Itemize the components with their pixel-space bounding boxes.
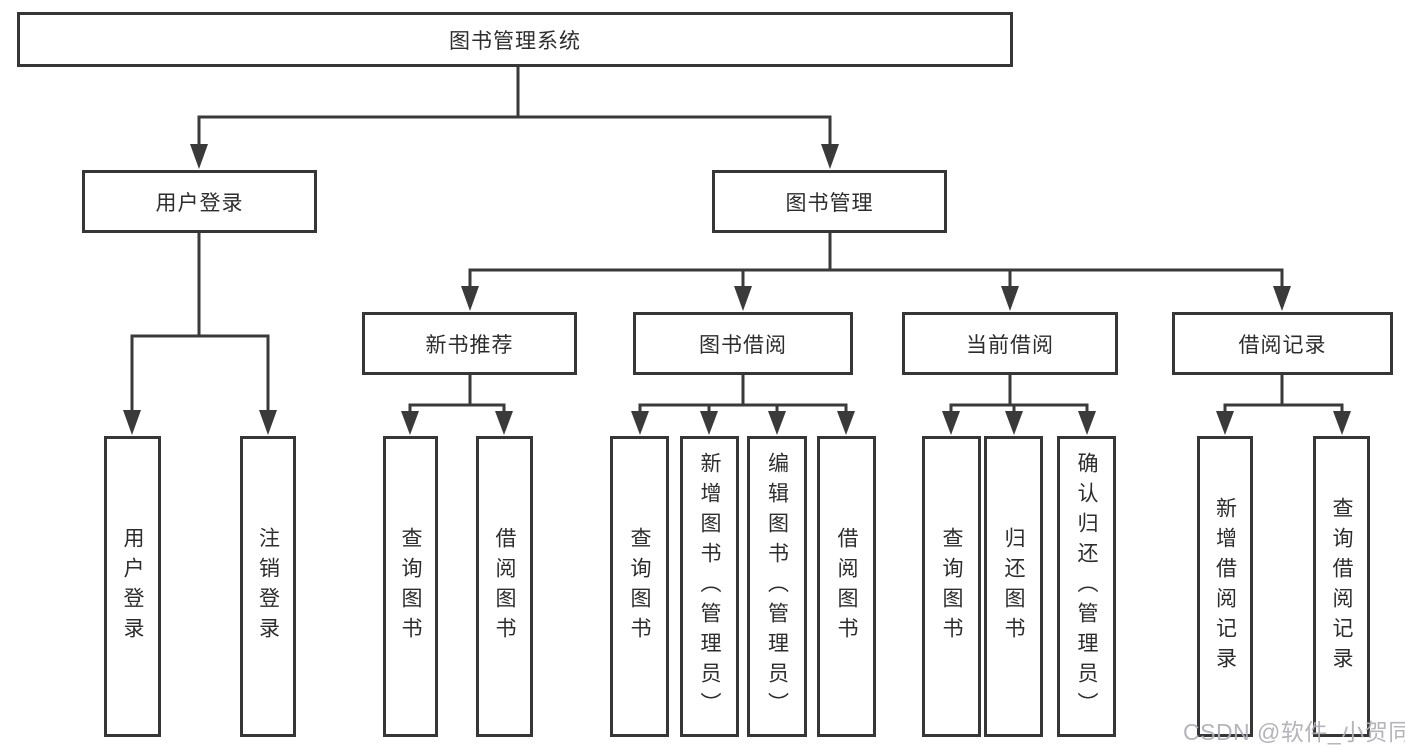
node-current-borrowing-label: 当前借阅 [966, 333, 1054, 357]
leaf-logout-label: 注销登录 [256, 526, 280, 647]
leaf-newbook-borrow-books: 借阅图书 [476, 436, 533, 737]
node-user-login-label: 用户登录 [155, 191, 244, 215]
leaf-current-query-books-label: 查询图书 [940, 526, 963, 647]
leaf-newbook-borrow-books-label: 借阅图书 [493, 526, 516, 647]
leaf-records-add-record: 新增借阅记录 [1197, 436, 1253, 737]
leaf-current-confirm-return-admin-label: 确认归还（管理员） [1075, 451, 1098, 722]
leaf-current-return-books-label: 归还图书 [1002, 526, 1025, 647]
edges-login-to-leaves [123, 233, 277, 435]
leaf-borrow-borrow-books: 借阅图书 [817, 436, 876, 737]
csdn-watermark: CSDN @软件_小贺同学 [1183, 719, 1405, 745]
leaf-logout: 注销登录 [240, 436, 296, 737]
node-book-management-label: 图书管理 [785, 191, 874, 215]
node-new-book-recommendation: 新书推荐 [362, 312, 577, 375]
node-root-system: 图书管理系统 [17, 12, 1013, 67]
edges-current-to-leaves [942, 375, 1096, 435]
node-book-management: 图书管理 [712, 170, 947, 233]
leaf-user-login-label: 用户登录 [121, 526, 144, 647]
leaf-newbook-query-books-label: 查询图书 [399, 526, 422, 647]
leaf-records-add-record-label: 新增借阅记录 [1213, 496, 1237, 677]
leaf-borrow-edit-books-admin-label: 编辑图书（管理员） [765, 451, 789, 722]
node-borrowing-records-label: 借阅记录 [1238, 333, 1327, 357]
node-current-borrowing: 当前借阅 [902, 312, 1118, 375]
leaf-borrow-add-books-admin: 新增图书（管理员） [680, 436, 739, 737]
node-book-borrowing: 图书借阅 [633, 312, 853, 375]
leaf-user-login: 用户登录 [104, 436, 161, 737]
edges-newbook-to-leaves [401, 375, 513, 435]
leaf-borrow-add-books-admin-label: 新增图书（管理员） [698, 451, 721, 722]
edges-records-to-leaves [1216, 375, 1351, 435]
node-borrowing-records: 借阅记录 [1172, 312, 1393, 375]
leaf-borrow-borrow-books-label: 借阅图书 [835, 526, 858, 647]
edges-mgmt-to-level3 [461, 233, 1291, 311]
leaf-borrow-query-books-label: 查询图书 [628, 526, 651, 647]
leaf-newbook-query-books: 查询图书 [383, 436, 438, 737]
leaf-records-query-record-label: 查询借阅记录 [1330, 496, 1353, 677]
leaf-current-return-books: 归还图书 [984, 436, 1043, 737]
node-book-borrowing-label: 图书借阅 [699, 333, 787, 357]
edges-borrow-to-leaves [631, 375, 855, 435]
edges-root-to-level2 [190, 67, 839, 169]
leaf-current-query-books: 查询图书 [922, 436, 981, 737]
node-new-book-recommendation-label: 新书推荐 [425, 333, 514, 357]
leaf-borrow-edit-books-admin: 编辑图书（管理员） [747, 436, 807, 737]
leaf-records-query-record: 查询借阅记录 [1313, 436, 1370, 737]
node-root-label: 图书管理系统 [449, 29, 581, 53]
leaf-borrow-query-books: 查询图书 [610, 436, 669, 737]
node-user-login: 用户登录 [82, 170, 317, 233]
leaf-current-confirm-return-admin: 确认归还（管理员） [1057, 436, 1116, 737]
